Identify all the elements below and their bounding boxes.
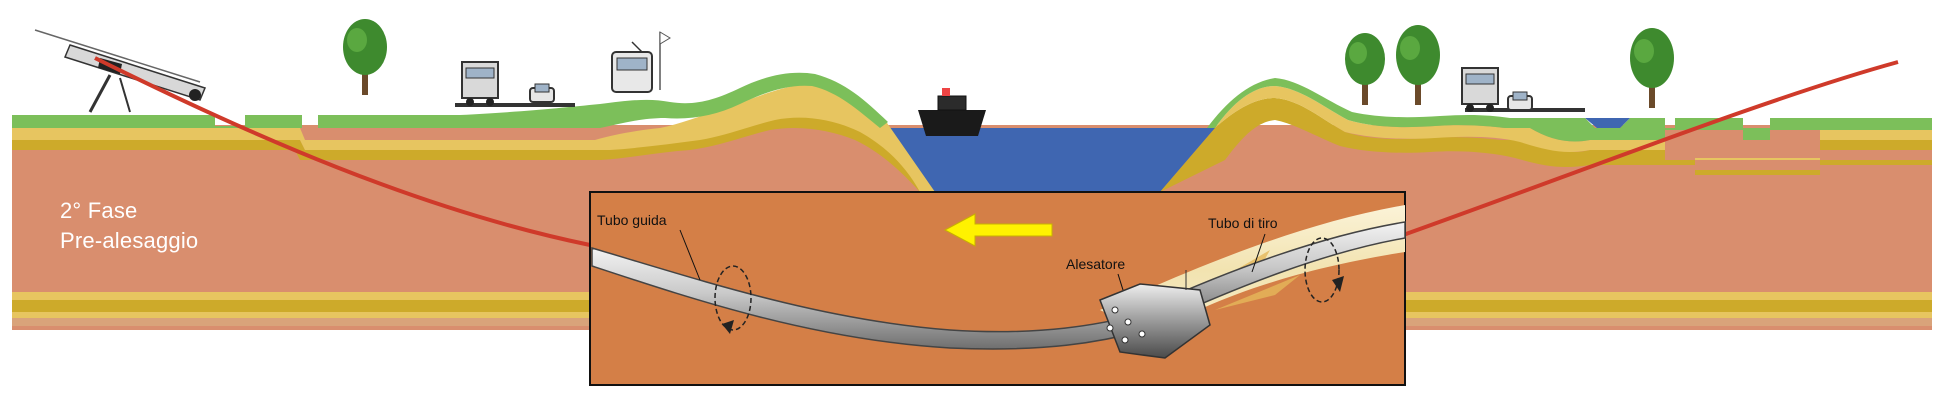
leader-line-pull [1251,233,1266,273]
reamer [1099,270,1211,359]
car-icon [1507,91,1533,111]
arrow-left-icon [943,213,1053,247]
right-bank-yellow-stratum [1215,86,1932,160]
flag-pole-icon [659,31,671,90]
inset-detail [589,191,1406,386]
rotation-arrow-icon [714,265,752,334]
phase-subtitle: Pre-alesaggio [60,228,199,253]
label-guide-pipe: Tubo guida [597,212,667,228]
tree-icon [1345,33,1385,105]
pull-pipe [1148,221,1406,323]
phase-title: 2° Fase [60,198,138,223]
drill-path [94,56,1899,247]
label-pull-pipe: Tubo di tiro [1208,215,1278,231]
tree-icon [1396,25,1440,105]
label-reamer: Alesatore [1066,256,1126,272]
river-water [880,128,1215,192]
tree-icon [343,19,387,95]
road-left [455,103,575,107]
tree-icon [1630,28,1674,108]
leader-line-reamer [1117,273,1124,291]
left-bank-grass [12,72,888,128]
tram-icon [611,41,653,93]
pond-water [1585,118,1630,128]
car-icon [529,83,555,103]
rotation-arrow-icon [1304,237,1344,303]
left-bank-gold-stratum [12,96,935,192]
right-bank-grass [1207,78,1932,142]
boat-icon [918,88,986,136]
leader-line-guide [679,229,701,281]
truck-icon [1461,67,1499,112]
truck-icon [461,61,499,106]
